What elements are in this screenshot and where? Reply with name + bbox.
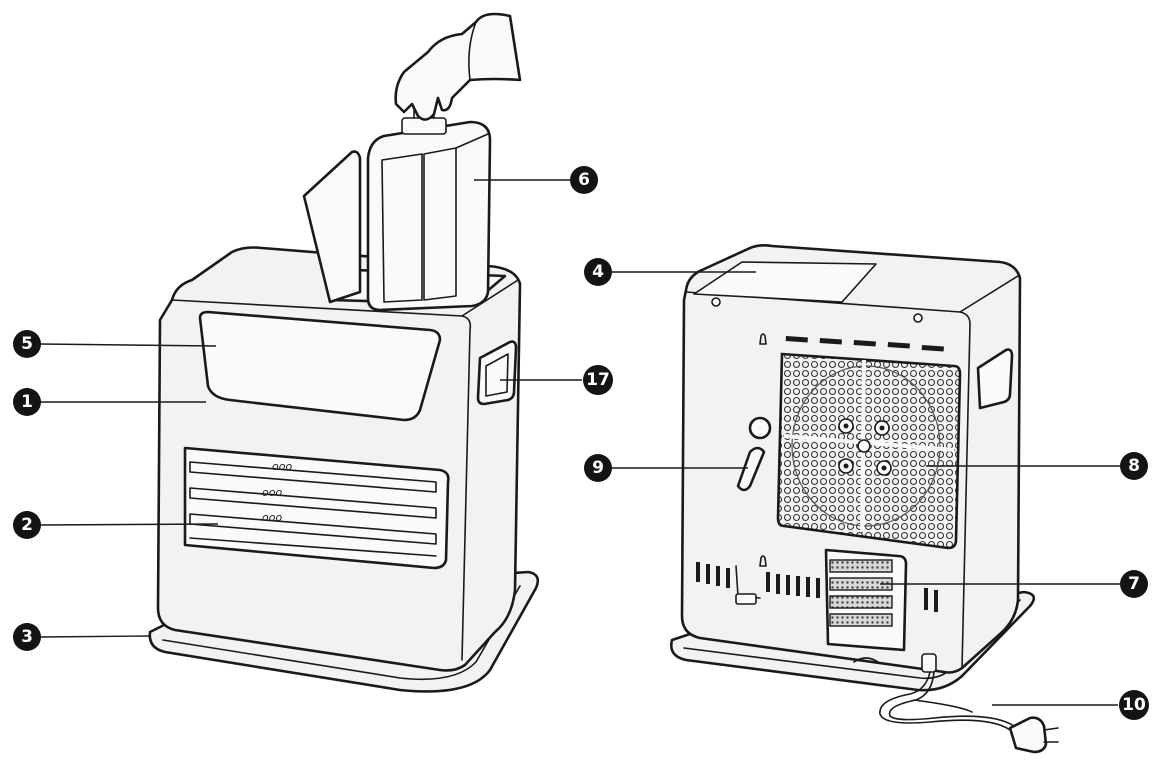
power-cord	[879, 653, 1059, 754]
tank-lid	[302, 150, 362, 304]
svg-text:8: 8	[1128, 456, 1140, 476]
display-window	[198, 310, 442, 422]
svg-text:2: 2	[21, 515, 33, 535]
callout-7: 7	[1120, 570, 1148, 598]
callout-6: 6	[570, 166, 598, 194]
fan-grille	[776, 352, 962, 550]
front-heater-illustration: ooo ooo ooo	[148, 12, 540, 693]
svg-text:ooo: ooo	[262, 511, 282, 524]
svg-text:17: 17	[586, 370, 610, 390]
callouts: 5 1 2 3 6 17	[13, 166, 1149, 720]
callout-5: 5	[13, 330, 41, 358]
svg-text:7: 7	[1128, 574, 1140, 594]
callout-17: 17	[583, 365, 613, 395]
callout-8: 8	[1120, 452, 1148, 480]
hand	[394, 12, 522, 121]
callout-2: 2	[13, 511, 41, 539]
svg-text:3: 3	[21, 627, 33, 647]
svg-text:5: 5	[21, 334, 33, 354]
svg-text:ooo: ooo	[262, 486, 282, 499]
callout-9: 9	[584, 454, 612, 482]
callout-3: 3	[13, 623, 41, 651]
plug	[1008, 716, 1048, 754]
svg-text:ooo: ooo	[272, 460, 292, 473]
svg-text:10: 10	[1122, 695, 1146, 715]
svg-text:1: 1	[21, 392, 33, 412]
air-filter	[824, 548, 908, 663]
svg-text:9: 9	[592, 458, 604, 478]
gauge-knob	[748, 416, 772, 440]
callout-1: 1	[13, 388, 41, 416]
fuel-gauge-slot	[736, 446, 766, 492]
fuel-tank	[366, 96, 492, 312]
callout-10: 10	[1119, 690, 1149, 720]
svg-text:4: 4	[592, 262, 604, 282]
svg-text:6: 6	[578, 170, 590, 190]
front-louvers: ooo ooo ooo	[183, 446, 450, 570]
rear-heater-illustration	[670, 244, 1059, 754]
callout-4: 4	[584, 258, 612, 286]
